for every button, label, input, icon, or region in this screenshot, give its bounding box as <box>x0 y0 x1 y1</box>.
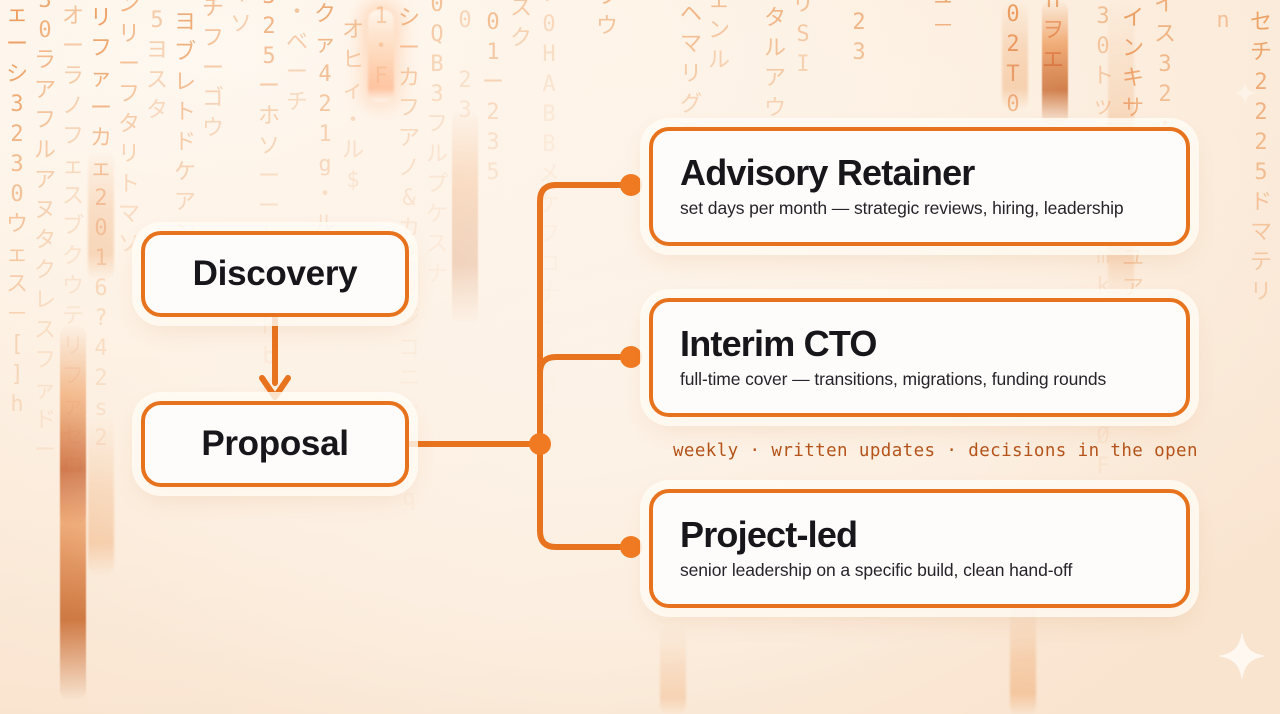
arrow-head-icon <box>259 375 291 400</box>
branch-dot-project-led <box>620 536 642 558</box>
rain-column: スタ325ーホソーートテンHbK <box>257 0 280 399</box>
rain-trail-bright <box>60 410 86 700</box>
rain-column: モツ3オ2５マ35ヨスタ <box>145 0 168 123</box>
rain-trail-bright <box>1042 0 1068 125</box>
junction-dot-icon <box>529 433 551 455</box>
rain-column: ンリイホンリーフタリトマソ <box>117 0 140 257</box>
cadence-strapline: weekly · written updates · decisions in … <box>673 441 1198 461</box>
rain-column: スアュ－ <box>931 0 954 39</box>
rain-column: ア023 <box>852 0 866 65</box>
rain-column: フェメ・yFE1・F <box>369 4 392 89</box>
rain-trail-bright <box>452 110 478 325</box>
rain-trail-glow <box>368 10 394 102</box>
card-title-project-led: Project-led <box>680 513 858 555</box>
card-subtitle-interim-cto: full-time cover — transitions, migration… <box>680 369 1107 390</box>
rain-column: タブラウ <box>595 0 618 39</box>
rain-column: ラストラフドィオーラノフェスブクウテリファセロ <box>61 4 84 479</box>
rain-column: パトヨブレトドケアン <box>173 0 196 245</box>
branch-dot-advisory-retainer <box>620 174 642 196</box>
branch-line-interim-cto <box>537 354 634 447</box>
rain-column: ネリモ・ココン <box>734 0 760 2</box>
rain-column: ンケセチ2225ドマテリ <box>1249 0 1272 305</box>
rain-column: 224Hヲエ <box>1041 0 1064 73</box>
rain-trail-soft <box>660 625 686 714</box>
stage-node-proposal[interactable]: Proposal <box>141 401 409 487</box>
sparkle-icon <box>1218 632 1266 680</box>
stage-label-proposal: Proposal <box>201 424 349 463</box>
rain-trail-soft <box>1002 0 1028 110</box>
rain-trail-soft <box>88 150 114 280</box>
card-subtitle-project-led: senior leadership on a specific build, c… <box>680 560 1073 581</box>
engagement-card-interim-cto[interactable]: Interim CTO full-time cover — transition… <box>649 298 1190 417</box>
rain-column: ウヨジーオヒィ・ル$ <box>341 0 364 193</box>
branch-line-project-led <box>537 441 634 550</box>
rain-column: JBHJアイスクn <box>1212 0 1234 33</box>
rain-column: 8901ー235 <box>481 0 504 185</box>
rain-column: タ0シ30ラアフルアヌタクレスファドー <box>33 0 56 463</box>
stage-label-discovery: Discovery <box>192 254 358 293</box>
stage-node-discovery[interactable]: Discovery <box>141 231 409 317</box>
engagement-card-project-led[interactable]: Project-led senior leadership on a speci… <box>649 489 1190 608</box>
rain-column: ウテジイリSI <box>791 0 814 77</box>
sparkle-small-icon <box>1233 81 1257 105</box>
engagement-card-advisory-retainer[interactable]: Advisory Retainer set days per month — s… <box>649 127 1190 246</box>
rain-column: マウィケオケチデイソ <box>229 0 252 37</box>
branch-line-advisory-retainer <box>537 182 634 447</box>
card-title-interim-cto: Interim CTO <box>680 322 877 364</box>
rain-column: マネツェンル <box>707 0 730 73</box>
rain-trail-soft <box>1010 605 1036 714</box>
rain-column: !3ティフスク <box>509 0 532 51</box>
rain-trail-soft <box>88 415 114 575</box>
rain-column: サツェインチフーゴウ <box>201 0 224 141</box>
rain-trail-bright <box>60 325 86 525</box>
card-title-advisory-retainer: Advisory Retainer <box>680 151 975 193</box>
card-subtitle-advisory-retainer: set days per month — strategic reviews, … <box>680 198 1124 219</box>
branch-dot-interim-cto <box>620 346 642 368</box>
rain-column: シボット・ー・ベーチ <box>285 0 308 115</box>
rain-column: 20・!21700 23 <box>458 0 472 123</box>
